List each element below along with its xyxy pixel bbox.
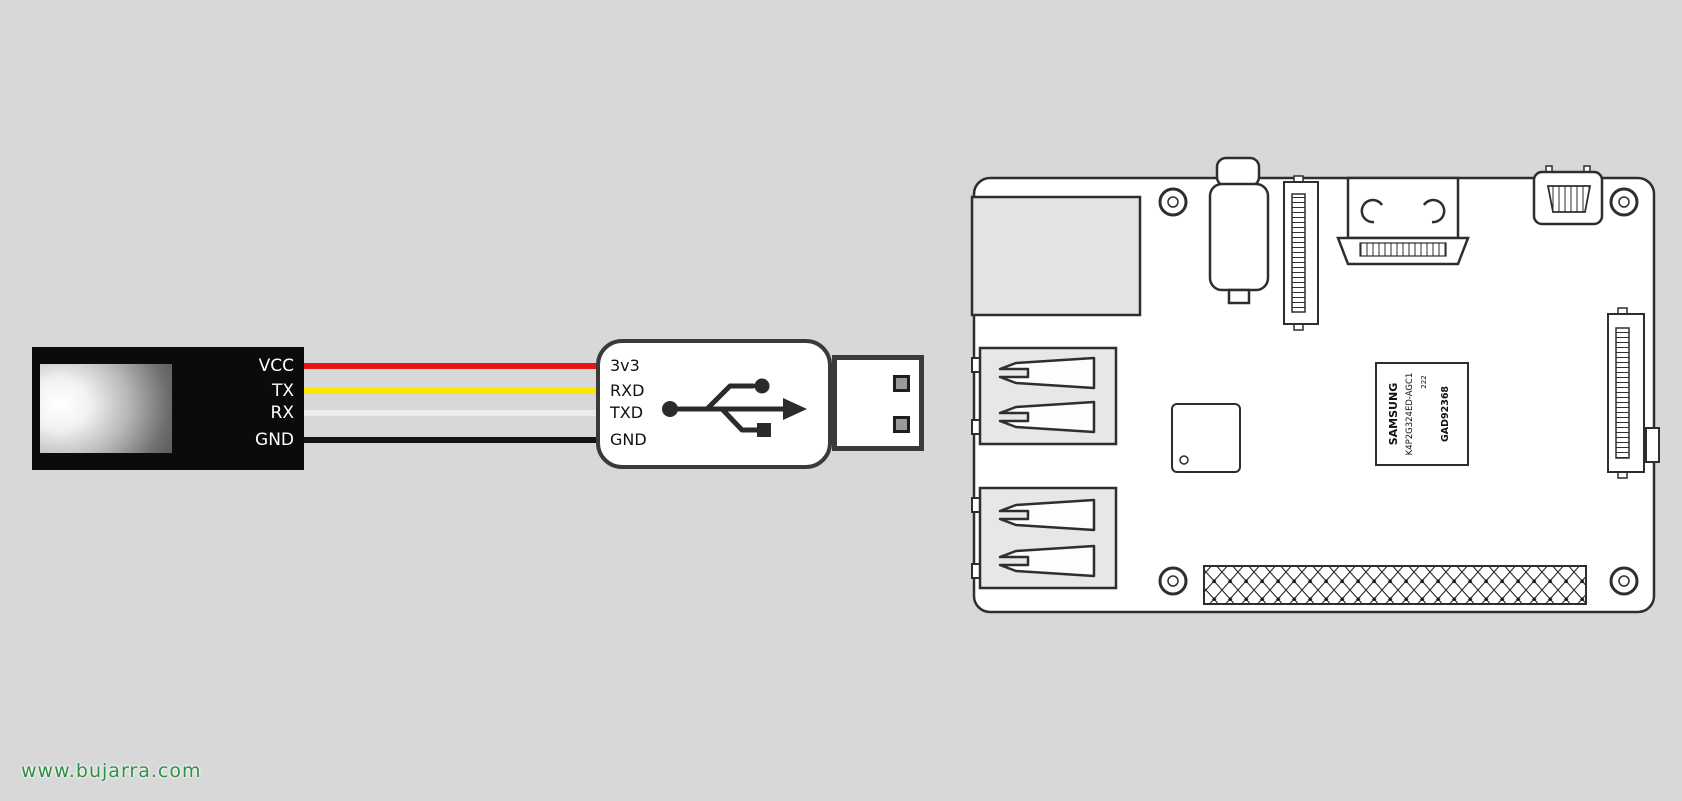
module-pin-vcc-label: VCC <box>258 356 294 376</box>
raspberry-pi-board: SAMSUNG K4P2G324ED-AGC1 222 GAD92368 <box>970 156 1660 614</box>
camera-connector <box>1283 175 1319 331</box>
pcb-outline <box>972 176 1656 614</box>
module-pin-rx-label: RX <box>270 403 294 423</box>
soc-chip <box>1171 403 1241 473</box>
usb-tongue-icon <box>998 400 1096 434</box>
wire-tx <box>304 388 596 394</box>
sensor-lens-window <box>40 364 172 453</box>
usb-serial-adapter: 3v3 RXD TXD GND <box>596 339 832 469</box>
micro-usb-port <box>1532 165 1604 226</box>
mounting-holes <box>1158 187 1639 596</box>
audio-jack <box>1208 156 1270 305</box>
usb-trident-icon <box>662 378 807 437</box>
wire-vcc <box>304 363 596 369</box>
adapter-pin-txd-label: TXD <box>610 403 644 422</box>
wire-rx <box>304 410 596 416</box>
adapter-pin-rxd-label: RXD <box>610 381 645 400</box>
usb-tongue-icon <box>998 356 1096 390</box>
usb-port-block-1 <box>971 346 1118 446</box>
adapter-pin-gnd-label: GND <box>610 430 647 449</box>
usb-tongue-icon <box>998 544 1096 578</box>
wire-gnd <box>304 437 596 443</box>
memory-chip: SAMSUNG K4P2G324ED-AGC1 222 GAD92368 <box>1375 362 1469 466</box>
module-pin-tx-label: TX <box>271 381 294 401</box>
display-connector <box>1607 307 1660 479</box>
memory-chip-brand: SAMSUNG <box>1387 383 1400 445</box>
adapter-pin-3v3-label: 3v3 <box>610 356 640 375</box>
sensor-module: VCC TX RX GND <box>32 347 304 470</box>
watermark-text: www.bujarra.com <box>21 760 202 782</box>
memory-chip-code: GAD92368 <box>1440 386 1451 442</box>
usb-plug-contact-window <box>893 375 910 392</box>
usb-tongue-icon <box>998 498 1096 532</box>
memory-chip-part-number: K4P2G324ED-AGC1 <box>1405 373 1415 456</box>
usb-plug <box>832 355 924 451</box>
gpio-pad-strip <box>1203 565 1587 605</box>
usb-plug-contact-window <box>893 416 910 433</box>
ethernet-port <box>970 195 1142 317</box>
hdmi-port <box>1336 176 1470 266</box>
usb-port-block-2 <box>971 486 1118 590</box>
memory-chip-lot: 222 <box>1420 375 1428 388</box>
module-pin-gnd-label: GND <box>255 430 294 450</box>
